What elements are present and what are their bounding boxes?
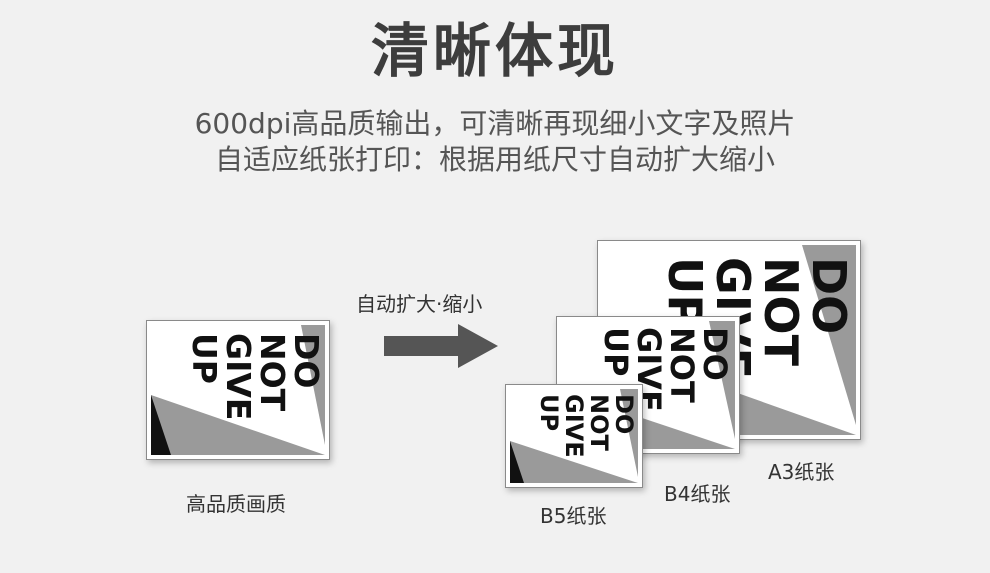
poster-b5: DO NOT GIVE UP <box>505 384 643 488</box>
poster-text-not: NOT <box>754 257 808 366</box>
poster-text-up: UP <box>535 394 563 432</box>
right-arrow-icon <box>384 324 498 368</box>
poster-original: DO NOT GIVE UP <box>146 320 330 460</box>
subtitle-line-2: 自适应纸张打印：根据用纸尺寸自动扩大缩小 <box>214 143 775 176</box>
page-title: 清晰体现 <box>370 17 619 85</box>
poster-text-do: DO <box>287 333 325 389</box>
poster-text-up: UP <box>185 333 224 384</box>
poster-text-do: DO <box>696 327 734 381</box>
poster-graphic <box>151 325 325 455</box>
subtitle-line-1: 600dpi高品质输出，可清晰再现细小文字及照片 <box>194 107 796 140</box>
poster-text-do: DO <box>610 394 638 435</box>
caption-b4: B4纸张 <box>664 482 731 506</box>
caption-a3: A3纸张 <box>768 460 835 484</box>
poster-text-not: NOT <box>585 394 613 451</box>
poster-text-up: UP <box>597 327 635 377</box>
poster-text-give: GIVE <box>219 333 258 421</box>
poster-text-not: NOT <box>253 333 292 412</box>
poster-text-not: NOT <box>663 327 701 403</box>
poster-graphic <box>510 389 638 483</box>
caption-original: 高品质画质 <box>186 492 286 516</box>
poster-text-give: GIVE <box>560 394 588 458</box>
caption-b5: B5纸张 <box>540 504 607 528</box>
poster-text-do: DO <box>802 257 856 335</box>
arrow-label: 自动扩大·缩小 <box>356 292 483 316</box>
